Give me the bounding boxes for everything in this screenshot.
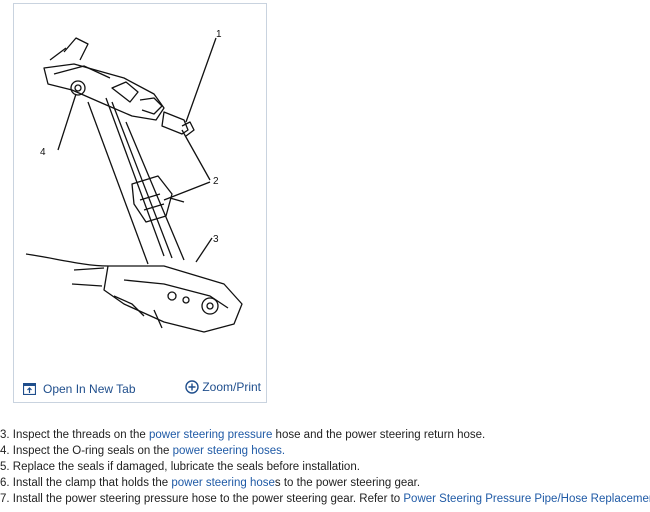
open-in-new-tab-label: Open In New Tab xyxy=(43,382,136,396)
step-text: hose and the power steering return hose. xyxy=(272,429,486,441)
zoom-plus-icon xyxy=(185,380,200,394)
step-6: 6. Install the clamp that holds the powe… xyxy=(0,475,650,491)
callout-1-label: 1 xyxy=(216,29,222,40)
power-steering-pressure-link[interactable]: power steering pressure xyxy=(148,429,273,441)
step-text: Install the power steering pressure hose… xyxy=(12,493,404,505)
step-text: Replace the seals if damaged, lubricate … xyxy=(12,461,360,473)
step-5: 5. Replace the seals if damaged, lubrica… xyxy=(0,459,650,475)
step-3: 3. Inspect the threads on the power stee… xyxy=(0,427,650,443)
open-in-new-tab-icon xyxy=(23,383,36,395)
zoom-print-label: Zoom/Print xyxy=(202,380,261,394)
step-text: Inspect the threads on the xyxy=(12,429,149,441)
instruction-steps: 3. Inspect the threads on the power stee… xyxy=(0,427,650,507)
step-text: s to the power steering gear. xyxy=(274,477,421,489)
callout-4-label: 4 xyxy=(40,147,46,158)
step-text: Install the clamp that holds the xyxy=(12,477,172,489)
power-steering-hoses-link[interactable]: power steering hoses. xyxy=(172,445,286,457)
step-number: 4. xyxy=(0,445,10,457)
callout-2-label: 2 xyxy=(213,176,219,187)
step-number: 5. xyxy=(0,461,10,473)
figure-footer: Open In New Tab Zoom/Print xyxy=(14,376,266,402)
step-7: 7. Install the power steering pressure h… xyxy=(0,491,650,507)
callout-3-label: 3 xyxy=(213,234,219,245)
power-steering-hose-link[interactable]: power steering hose xyxy=(171,477,275,489)
zoom-print-link[interactable]: Zoom/Print xyxy=(185,380,261,394)
diagram-figure: 1 2 3 4 Open In New Tab Zoom/Print xyxy=(13,3,267,403)
pressure-pipe-hose-replacement-link[interactable]: Power Steering Pressure Pipe/Hose Replac… xyxy=(403,493,650,505)
step-4: 4. Inspect the O-ring seals on the power… xyxy=(0,443,650,459)
steering-hose-diagram: 1 2 3 4 xyxy=(25,29,243,333)
step-number: 7. xyxy=(0,493,10,505)
step-number: 3. xyxy=(0,429,10,441)
step-number: 6. xyxy=(0,477,10,489)
open-in-new-tab-link[interactable]: Open In New Tab xyxy=(23,382,136,396)
step-text: Inspect the O-ring seals on the xyxy=(12,445,173,457)
